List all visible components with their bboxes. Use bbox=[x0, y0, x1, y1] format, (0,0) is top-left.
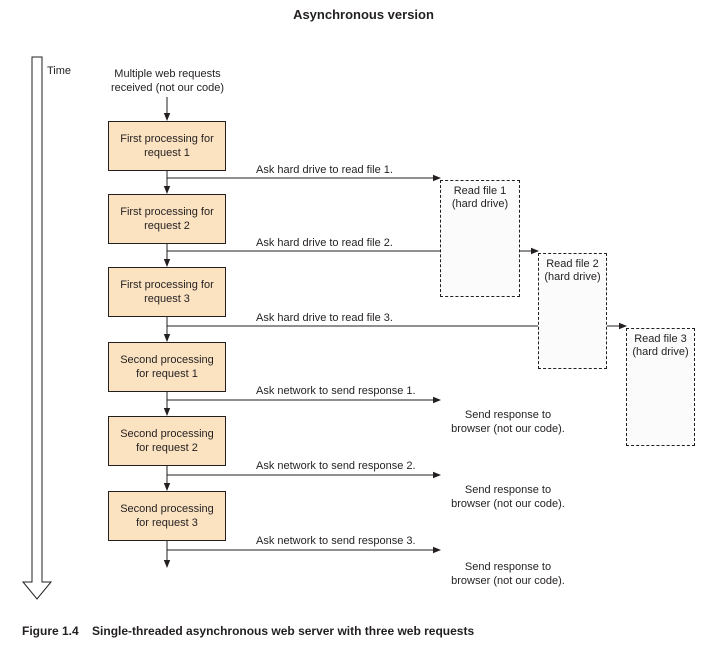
processing-box: First processing for request 2 bbox=[108, 194, 226, 244]
processing-box: Second processing for request 1 bbox=[108, 342, 226, 392]
time-axis-label: Time bbox=[47, 65, 72, 77]
diagram-title: Asynchronous version bbox=[293, 7, 434, 22]
request-message: Ask hard drive to read file 3. bbox=[256, 312, 393, 324]
processing-box: Second processing for request 2 bbox=[108, 416, 226, 466]
read-file-box: Read file 3 (hard drive) bbox=[626, 328, 695, 446]
send-response-note: Send response to browser (not our code). bbox=[451, 561, 565, 587]
request-message: Ask network to send response 1. bbox=[256, 385, 416, 397]
request-message: Ask hard drive to read file 2. bbox=[256, 237, 393, 249]
read-file-box: Read file 1 (hard drive) bbox=[440, 180, 520, 297]
request-message: Ask network to send response 3. bbox=[256, 535, 416, 547]
request-message: Ask hard drive to read file 1. bbox=[256, 164, 393, 176]
processing-box: First processing for request 3 bbox=[108, 267, 226, 317]
figure-number: Figure 1.4 bbox=[22, 624, 79, 638]
processing-box: First processing for request 1 bbox=[108, 121, 226, 171]
start-note: Multiple web requests received (not our … bbox=[110, 68, 225, 94]
time-axis-arrow bbox=[21, 56, 53, 600]
read-file-box: Read file 2 (hard drive) bbox=[538, 253, 607, 369]
figure-caption: Figure 1.4 Single-threaded asynchronous … bbox=[22, 624, 474, 638]
request-message: Ask network to send response 2. bbox=[256, 460, 416, 472]
figure-caption-text: Single-threaded asynchronous web server … bbox=[92, 624, 475, 638]
processing-box: Second processing for request 3 bbox=[108, 491, 226, 541]
send-response-note: Send response to browser (not our code). bbox=[451, 409, 565, 435]
send-response-note: Send response to browser (not our code). bbox=[451, 484, 565, 510]
